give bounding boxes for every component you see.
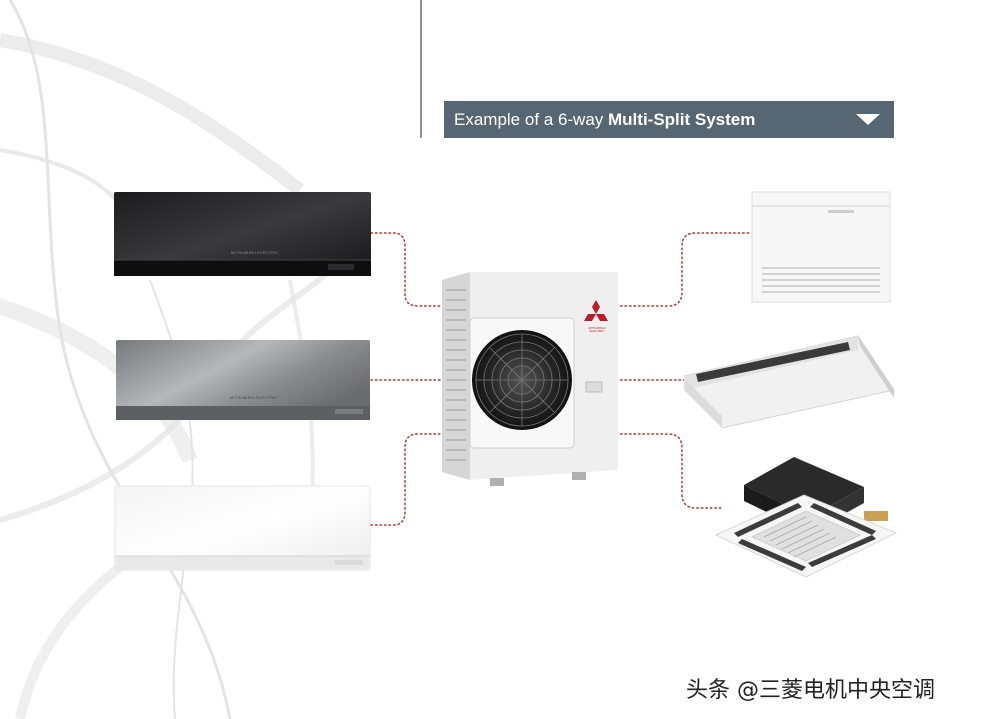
diagram-title-banner: Example of a 6-way Multi-Split System <box>444 101 894 138</box>
vertical-divider <box>420 0 422 138</box>
wall-unit-silver <box>116 340 370 420</box>
brand-label-silver-unit: MITSUBISHI ELECTRIC <box>230 395 278 400</box>
cassette-unit <box>714 457 898 578</box>
connector-left-top <box>370 232 441 307</box>
wall-unit-black <box>114 192 371 276</box>
triangle-down-icon <box>856 114 880 125</box>
floor-console-unit <box>751 191 891 303</box>
connector-right-top <box>615 232 751 307</box>
wall-unit-white <box>114 485 371 571</box>
banner-title-prefix: Example of a 6-way <box>454 110 609 129</box>
banner-title-emphasis: Multi-Split System <box>608 110 756 129</box>
outdoor-unit <box>442 272 618 486</box>
watermark-text: 头条 @三菱电机中央空调 <box>686 678 935 703</box>
brand-label-black-unit: MITSUBISHI ELECTRIC <box>231 250 279 255</box>
connector-right-bottom <box>615 433 723 509</box>
connector-left-bottom <box>370 433 441 526</box>
outdoor-unit-logo-text: MITSUBISHI ELECTRIC <box>588 326 606 333</box>
mitsubishi-logo-icon <box>584 300 608 321</box>
ceiling-suspended-unit <box>683 335 895 429</box>
